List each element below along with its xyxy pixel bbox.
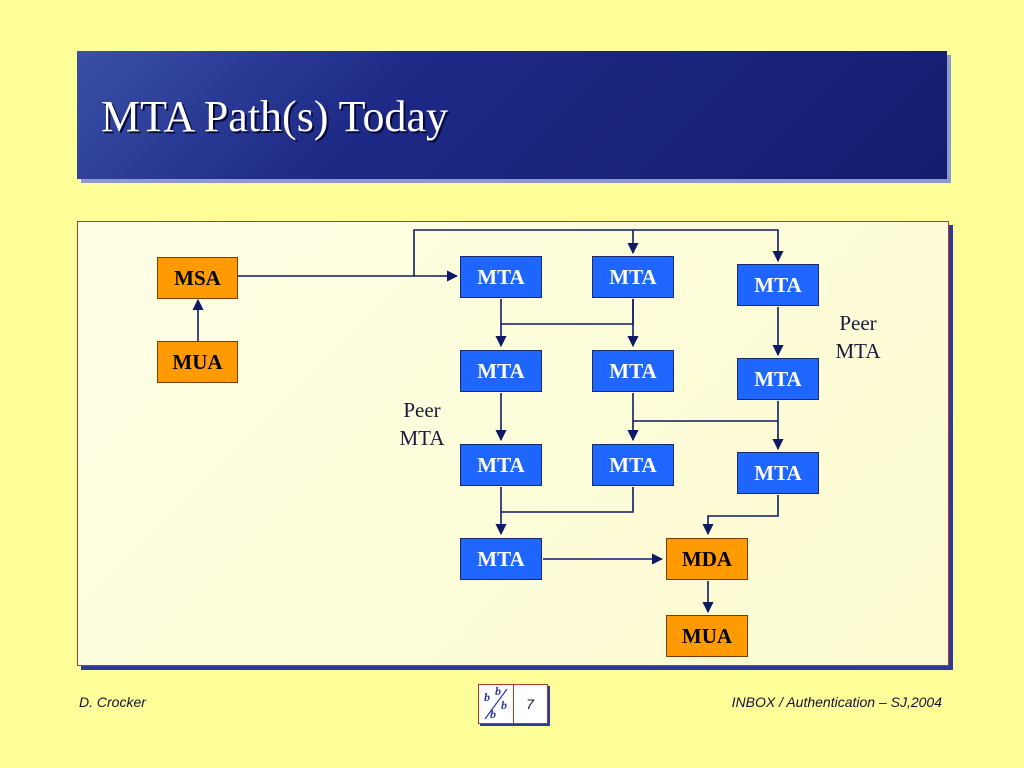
node-mta-2-1: MTA [460, 350, 542, 392]
node-mta-3-3: MTA [737, 452, 819, 494]
svg-text:b: b [484, 690, 490, 704]
edge-mta-3-2-to-mta-4-1 [501, 487, 634, 513]
edge-mta-3-3-to-mda [702, 495, 779, 536]
title-bar: MTA Path(s) Today [77, 51, 947, 179]
svg-text:b: b [495, 685, 501, 698]
node-mta-4-1: MTA [460, 538, 542, 580]
svg-text:b: b [490, 707, 496, 721]
page-number: 7 [526, 696, 534, 712]
footer-logo-box: b b b b 7 [478, 684, 548, 724]
svg-text:b: b [501, 698, 507, 712]
edge-mta-1-2-to-mta-2-1 [501, 299, 634, 325]
node-mua-bottom: MUA [666, 615, 748, 657]
peer-mta-label-left: Peer MTA [390, 396, 454, 452]
peer-right-line1: Peer [839, 311, 877, 335]
node-mta-3-1: MTA [460, 444, 542, 486]
node-mta-2-2: MTA [592, 350, 674, 392]
slide-title: MTA Path(s) Today [101, 92, 449, 141]
node-mta-1-1: MTA [460, 256, 542, 298]
node-mta-2-3: MTA [737, 358, 819, 400]
node-mta-1-3: MTA [737, 264, 819, 306]
peer-left-line2: MTA [399, 426, 445, 450]
edge-msa-to-mta-1-2 [413, 229, 639, 276]
peer-mta-label-right: Peer MTA [826, 309, 890, 365]
footer-author: D. Crocker [79, 694, 146, 710]
bbb-logo-icon: b b b b [479, 684, 514, 723]
footer-event: INBOX / Authentication – SJ,2004 [731, 694, 942, 710]
node-msa: MSA [157, 257, 238, 299]
node-mua-left: MUA [157, 341, 238, 383]
node-mta-1-2: MTA [592, 256, 674, 298]
peer-left-line1: Peer [403, 398, 441, 422]
node-mta-3-2: MTA [592, 444, 674, 486]
peer-right-line2: MTA [835, 339, 881, 363]
edge-msa-to-mta-1-3 [633, 229, 784, 263]
node-mda: MDA [666, 538, 748, 580]
